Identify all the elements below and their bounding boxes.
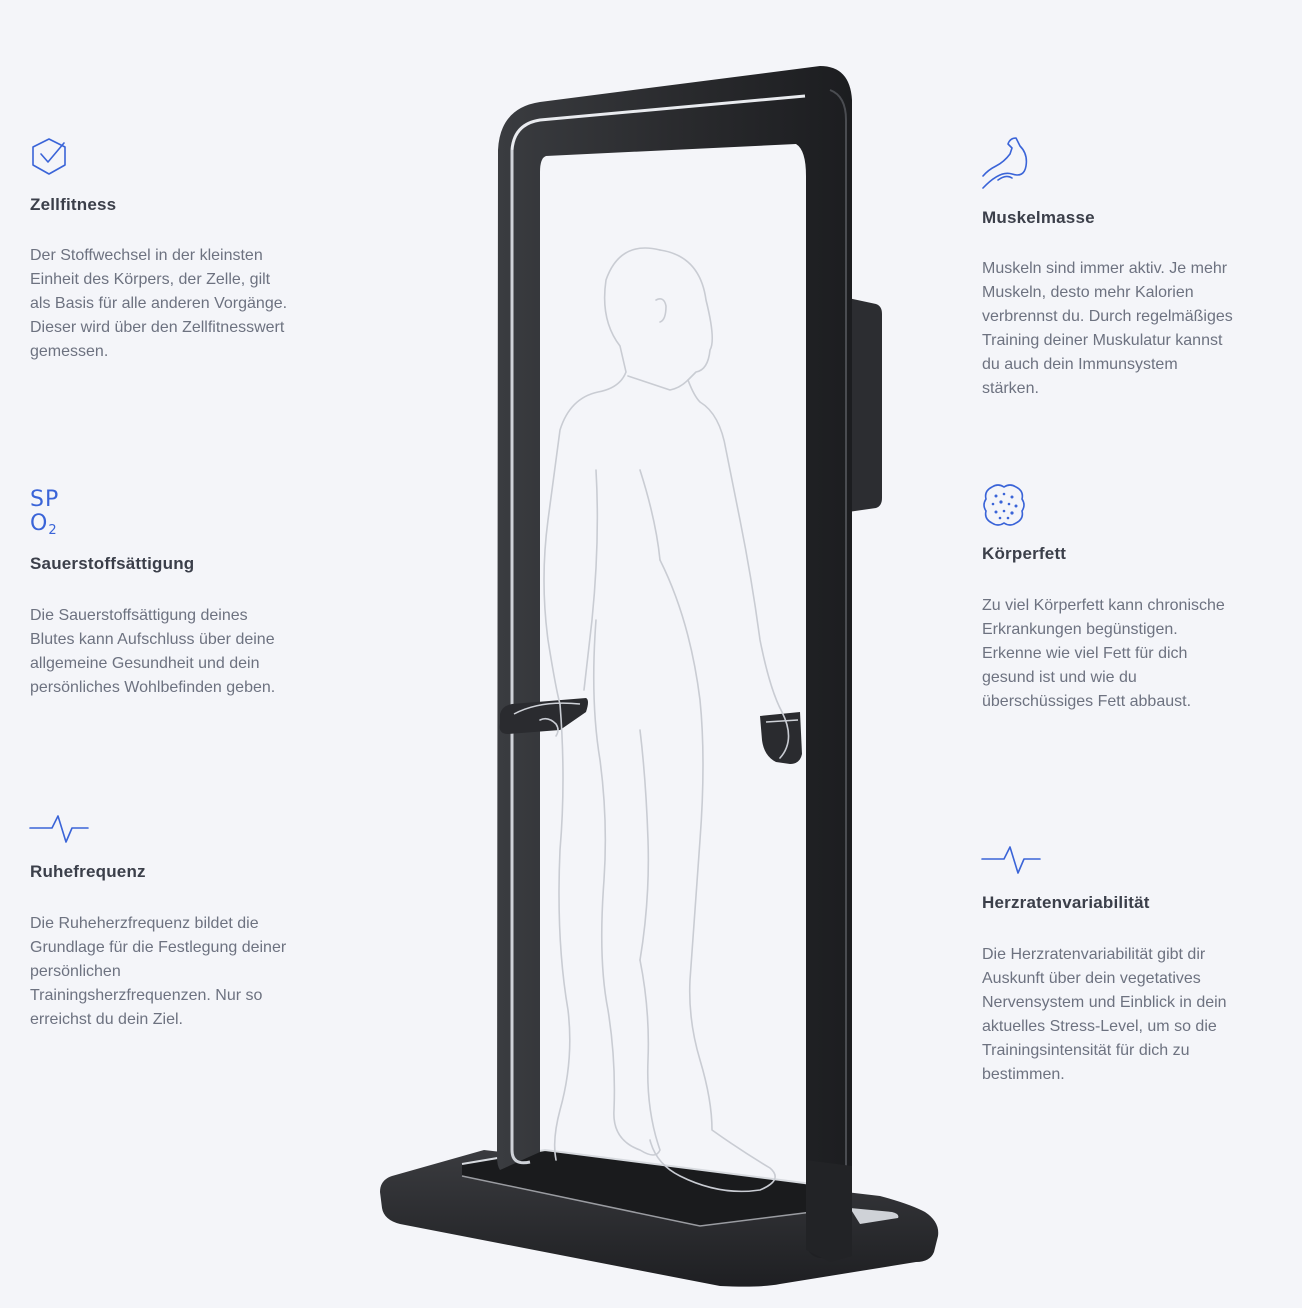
feature-description: Die Herzratenvariabilität gibt dir Ausku…: [982, 946, 1227, 1083]
feature-herzratenvariabilitaet: Herzratenvariabilität Die Herzratenvaria…: [981, 839, 1282, 1087]
feature-title: Körperfett: [982, 544, 1067, 563]
display-panel: [848, 298, 882, 512]
feature-description: Der Stoffwechsel in der kleinsten Einhei…: [30, 247, 288, 360]
left-hand-grip: [499, 698, 588, 734]
feature-title: Ruhefrequenz: [30, 862, 146, 881]
feature-zellfitness: Zellfitness Der Stoffwechsel in der klei…: [30, 137, 330, 364]
feature-ruhefrequenz: Ruhefrequenz Die Ruheherzfrequenz bildet…: [29, 808, 330, 1032]
person-outline: [539, 247, 790, 1193]
feature-title: Muskelmasse: [982, 208, 1095, 227]
feature-description: Muskeln sind immer aktiv. Je mehr Muskel…: [982, 260, 1233, 397]
feature-sauerstoffsaettigung: SP O2 Sauerstoffsättigung Die Sauerstoff…: [30, 488, 330, 700]
bicep-icon: [982, 137, 1028, 189]
feature-title: Sauerstoffsättigung: [30, 554, 195, 573]
feature-description: Die Sauerstoffsättigung deines Blutes ka…: [30, 607, 276, 696]
feature-muskelmasse: Muskelmasse Muskeln sind immer aktiv. Je…: [982, 136, 1282, 401]
heartbeat-icon: [981, 846, 1041, 874]
feature-description: Zu viel Körperfett kann chronische Erkra…: [982, 597, 1225, 710]
feature-description: Die Ruheherzfrequenz bildet die Grundlag…: [30, 915, 287, 1028]
heartbeat-icon: [29, 815, 89, 843]
fat-cell-icon: [983, 484, 1025, 526]
spo2-icon: SP O2: [30, 487, 60, 539]
right-hand-grip: [760, 712, 802, 764]
feature-title: Zellfitness: [30, 195, 117, 214]
feature-koerperfett: Körperfett Zu viel Körperfett kann chron…: [982, 483, 1282, 714]
scanner-frame: [497, 66, 852, 1258]
feature-title: Herzratenvariabilität: [982, 893, 1150, 912]
shield-check-icon: [32, 138, 66, 175]
